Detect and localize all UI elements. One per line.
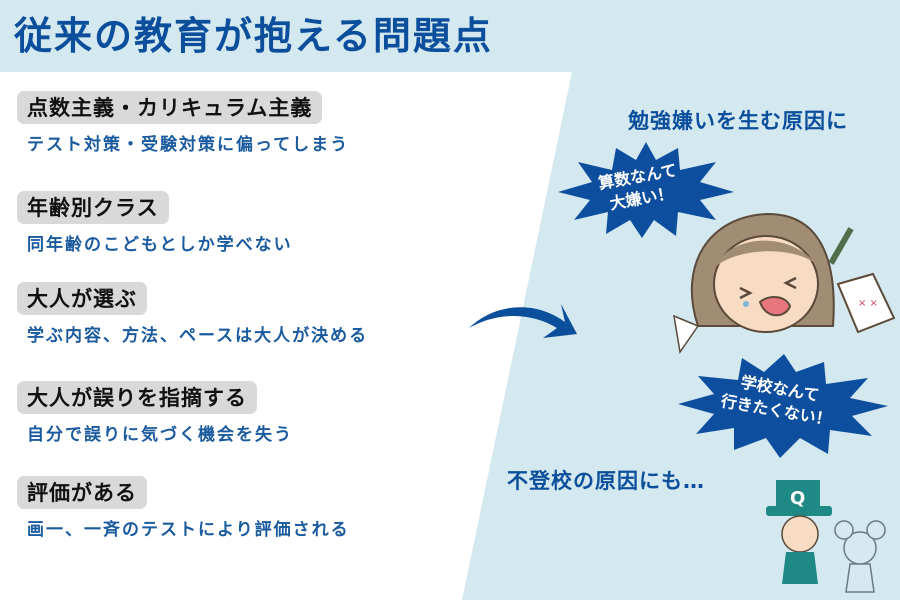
- problem-description: 画一、一斉のテストにより評価される: [27, 520, 350, 540]
- problem-item: 大人が選ぶ 学ぶ内容、方法、ペースは大人が決める: [17, 282, 368, 346]
- problem-description: テスト対策・受験対策に偏ってしまう: [27, 135, 350, 155]
- problem-heading: 点数主義・カリキュラム主義: [17, 91, 323, 124]
- dislike-study-text: 勉強嫌いを生む原因に: [628, 109, 848, 133]
- speech-burst-icon: [558, 142, 734, 238]
- crying-girl-illustration: × ×: [673, 212, 896, 354]
- page-title: 従来の教育が抱える問題点: [14, 14, 493, 58]
- svg-text:Q: Q: [790, 488, 805, 509]
- problem-item: 大人が誤りを指摘する 自分で誤りに気づく機会を失う: [17, 381, 293, 445]
- problem-item: 年齢別クラス 同年齢のこどもとしか学べない: [17, 191, 293, 255]
- problem-item: 点数主義・カリキュラム主義 テスト対策・受験対策に偏ってしまう: [17, 91, 349, 155]
- curved-arrow-icon: [469, 304, 577, 338]
- mascot-boy-mouse-illustration: Q: [766, 480, 886, 593]
- problem-item: 評価がある 画一、一斉のテストにより評価される: [17, 476, 350, 540]
- problem-heading: 評価がある: [17, 476, 147, 509]
- problems-panel: [0, 72, 572, 600]
- speech-burst-icon: [678, 354, 888, 458]
- problem-description: 自分で誤りに気づく機会を失う: [27, 425, 293, 445]
- problem-description: 同年齢のこどもとしか学べない: [27, 235, 293, 255]
- school-refusal-text: 不登校の原因にも…: [507, 469, 705, 493]
- problem-description: 学ぶ内容、方法、ペースは大人が決める: [27, 326, 369, 346]
- svg-text:× ×: × ×: [858, 298, 878, 309]
- problem-heading: 大人が選ぶ: [17, 282, 147, 315]
- problem-heading: 年齢別クラス: [17, 191, 169, 224]
- problem-heading: 大人が誤りを指摘する: [17, 381, 257, 414]
